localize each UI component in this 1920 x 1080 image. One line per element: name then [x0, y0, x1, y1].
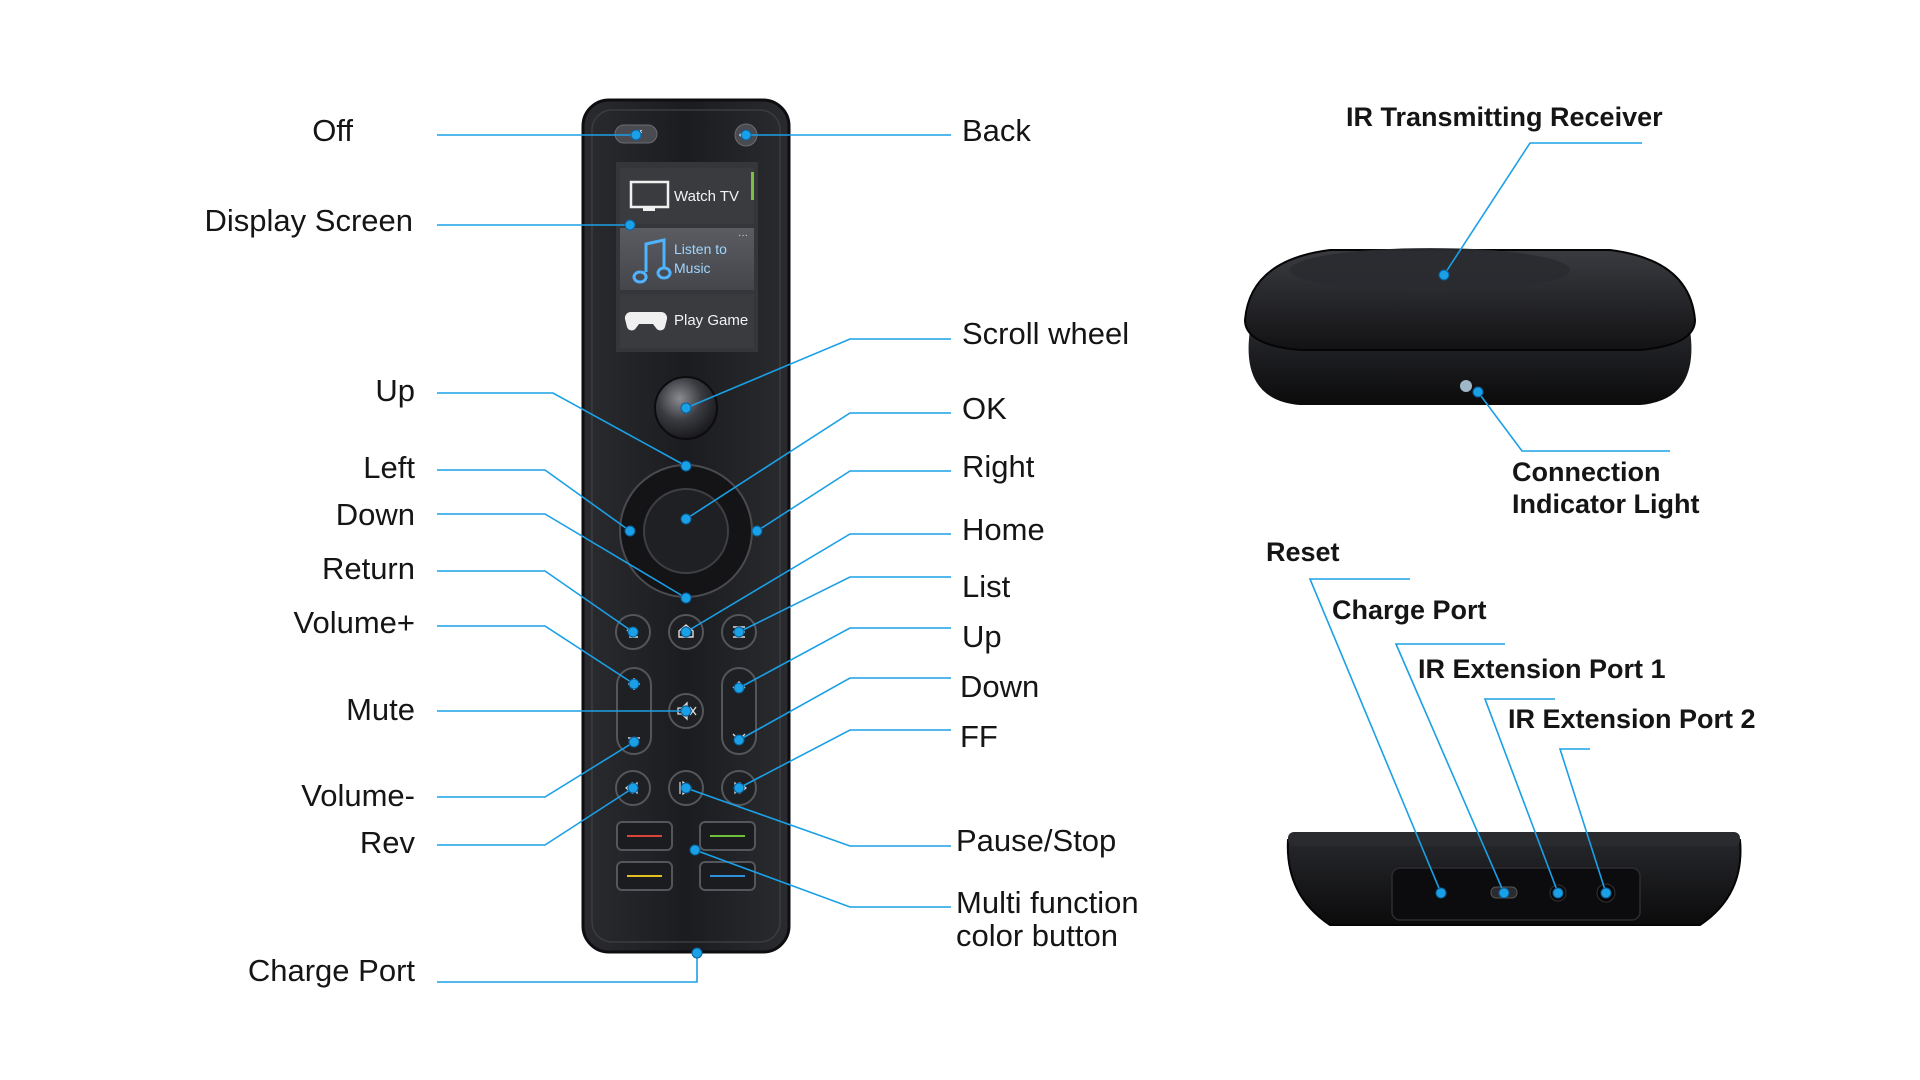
- direction-pad[interactable]: [619, 464, 753, 598]
- label-back: Back: [962, 113, 1031, 148]
- label-left: Left: [363, 450, 415, 485]
- ok-button: [643, 488, 729, 574]
- label-down-right: Down: [960, 669, 1040, 704]
- label-reset: Reset: [1266, 537, 1340, 567]
- label-connection-line1: Connection: [1512, 457, 1661, 487]
- label-ir-extension-port-2: IR Extension Port 2: [1508, 704, 1756, 734]
- callout-lines: [437, 134, 1670, 983]
- label-connection-line2: Indicator Light: [1512, 489, 1700, 519]
- screen-item-label-line2: Music: [674, 260, 711, 276]
- label-ff: FF: [960, 719, 998, 754]
- label-ir-extension-port-1: IR Extension Port 1: [1418, 654, 1666, 684]
- label-charge-port: Charge Port: [247, 953, 415, 988]
- gamepad-icon: [624, 311, 668, 331]
- label-home: Home: [962, 512, 1045, 547]
- label-ir-transmitting-receiver: IR Transmitting Receiver: [1346, 102, 1663, 132]
- label-volume-minus: Volume-: [301, 778, 415, 813]
- label-ok: OK: [962, 391, 1007, 426]
- label-off: Off: [312, 113, 353, 148]
- screen-item-label: Watch TV: [674, 188, 739, 205]
- screen-item-play-game[interactable]: Play Game: [620, 294, 754, 348]
- screen-item-label-line1: Listen to: [674, 241, 727, 257]
- label-down: Down: [335, 497, 415, 532]
- screen-item-listen-music[interactable]: Listen to Music ···: [620, 228, 754, 290]
- label-up-right: Up: [962, 619, 1002, 654]
- tv-icon: [629, 180, 670, 209]
- label-scroll-wheel: Scroll wheel: [962, 316, 1130, 351]
- svg-text:···: ···: [738, 230, 748, 241]
- label-pause-stop: Pause/Stop: [956, 823, 1117, 858]
- label-right: Right: [962, 449, 1035, 484]
- label-up: Up: [375, 373, 415, 408]
- connection-indicator-light: [1460, 380, 1472, 392]
- receiver-top-view: [1243, 248, 1697, 405]
- label-charge-port-receiver: Charge Port: [1332, 595, 1487, 625]
- label-list: List: [962, 569, 1011, 604]
- label-multi-function: Multi function color button: [956, 885, 1139, 953]
- page-rocker[interactable]: [721, 667, 757, 755]
- color-buttons[interactable]: [616, 821, 756, 891]
- label-mute: Mute: [346, 692, 415, 727]
- display-screen: Watch TV Listen to Music ··· Play Game: [616, 162, 758, 352]
- label-return: Return: [321, 551, 415, 586]
- label-display-screen: Display Screen: [204, 203, 413, 238]
- label-rev: Rev: [359, 825, 415, 860]
- callout-dots: [624, 129, 1612, 959]
- screen-item-watch-tv[interactable]: Watch TV: [620, 168, 754, 224]
- screen-item-label: Play Game: [674, 312, 748, 329]
- receiver-back-view: [1286, 832, 1742, 926]
- music-note-icon: [632, 238, 672, 284]
- label-volume-plus: Volume+: [293, 605, 415, 640]
